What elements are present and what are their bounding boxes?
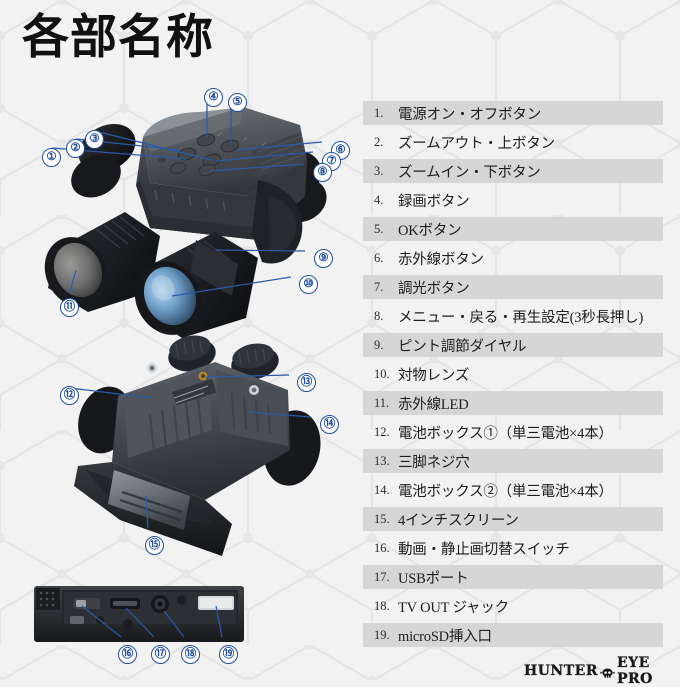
parts-row-label: 録画ボタン [398, 193, 470, 210]
product-illustration [34, 97, 327, 642]
parts-row: 6. 赤外線ボタン [363, 246, 663, 270]
parts-row-label: 赤外線ボタン [398, 251, 484, 268]
callout-marker-1: ① [42, 148, 61, 167]
parts-row-label: メニュー・戻る・再生設定(3秒長押し) [398, 309, 644, 326]
parts-row-label: microSD挿入口 [398, 628, 492, 645]
callout-marker-18: ⑱ [181, 645, 200, 664]
parts-row-number: 7. [374, 279, 384, 294]
callout-marker-13: ⑬ [297, 373, 316, 392]
parts-row-number: 2. [374, 134, 384, 149]
parts-row-label: 電池ボックス②（単三電池×4本） [398, 483, 613, 500]
parts-row-label: 対物レンズ [398, 367, 470, 384]
parts-row-number: 16. [374, 540, 390, 555]
callout-marker-10: ⑩ [299, 275, 318, 294]
parts-row-number: 3. [374, 163, 384, 178]
brand-word-right: EYE PRO [616, 655, 653, 687]
parts-row-number: 8. [374, 308, 384, 323]
parts-row-label: 電源オン・オフボタン [398, 106, 541, 123]
callout-marker-14: ⑭ [320, 415, 339, 434]
parts-row-number: 12. [374, 424, 390, 439]
parts-row: 11. 赤外線LED [363, 391, 663, 415]
parts-row-number: 9. [374, 337, 384, 352]
port-panel-closeup [34, 586, 244, 642]
parts-row-number: 4. [374, 192, 384, 207]
callout-marker-19: ⑲ [219, 645, 238, 664]
page-title: 各部名称 [22, 10, 214, 65]
parts-row: 3. ズームイン・下ボタン [363, 159, 663, 183]
binocular-front-view [44, 107, 327, 338]
callout-marker-15: ⑮ [145, 536, 164, 555]
parts-row: 7. 調光ボタン [363, 275, 663, 299]
callout-marker-5: ⑤ [228, 93, 247, 112]
parts-row-number: 19. [374, 627, 390, 642]
parts-row: 12. 電池ボックス①（単三電池×4本） [363, 420, 663, 444]
callout-marker-2: ② [66, 139, 85, 158]
brand-logo: HUNTER EYE PRO [524, 655, 680, 687]
callout-marker-8: ⑧ [313, 163, 332, 182]
parts-row: 17. USBポート [363, 565, 663, 589]
skull-emblem-icon [600, 666, 615, 678]
callout-marker-4: ④ [204, 88, 223, 107]
callout-marker-3: ③ [85, 130, 104, 149]
top-control-buttons [158, 125, 267, 176]
parts-row-label: 4インチスクリーン [398, 512, 519, 529]
parts-row: 16. 動画・静止画切替スイッチ [363, 536, 663, 560]
eyepieces [168, 335, 279, 380]
parts-row-label: 三脚ネジ穴 [398, 454, 470, 471]
callout-marker-11: ⑪ [60, 298, 79, 317]
parts-row-label: ズームイン・下ボタン [398, 164, 541, 181]
parts-row: 8. メニュー・戻る・再生設定(3秒長押し) [363, 304, 663, 328]
parts-row: 18. TV OUT ジャック [363, 594, 663, 618]
parts-row-number: 15. [374, 511, 390, 526]
parts-row: 2. ズームアウト・上ボタン [363, 130, 663, 154]
parts-list: 1. 電源オン・オフボタン 2. ズームアウト・上ボタン 3. ズームイン・下ボタン 4. 録… [363, 101, 663, 652]
parts-row-label: TV OUT ジャック [398, 599, 509, 616]
parts-row-number: 11. [374, 395, 390, 410]
parts-row: 9. ピント調節ダイヤル [363, 333, 663, 357]
parts-row-label: 調光ボタン [398, 280, 470, 297]
parts-row-number: 5. [374, 221, 384, 236]
parts-row-label: ズームアウト・上ボタン [398, 135, 555, 152]
parts-row: 4. 録画ボタン [363, 188, 663, 212]
brand-word-left: HUNTER [524, 663, 598, 679]
callout-marker-12: ⑫ [60, 386, 79, 405]
parts-row-number: 14. [374, 482, 390, 497]
parts-row: 15. 4インチスクリーン [363, 507, 663, 531]
objective-lens-barrel [134, 232, 258, 338]
parts-row-number: 13. [374, 453, 390, 468]
parts-row-number: 18. [374, 598, 390, 613]
parts-row-label: 赤外線LED [398, 396, 469, 413]
parts-row: 13. 三脚ネジ穴 [363, 449, 663, 473]
parts-row-number: 1. [374, 105, 384, 120]
parts-row: 14. 電池ボックス②（単三電池×4本） [363, 478, 663, 502]
parts-row: 1. 電源オン・オフボタン [363, 101, 663, 125]
parts-row-number: 6. [374, 250, 384, 265]
parts-row-number: 17. [374, 569, 390, 584]
parts-row-label: USBポート [398, 570, 469, 587]
parts-row-number: 10. [374, 366, 390, 381]
parts-row: 10. 対物レンズ [363, 362, 663, 386]
callout-marker-17: ⑰ [151, 645, 170, 664]
callout-marker-9: ⑨ [314, 249, 333, 268]
binocular-rear-view [74, 335, 321, 556]
parts-row-label: ピント調節ダイヤル [398, 338, 527, 355]
parts-row: 19. microSD挿入口 [363, 623, 663, 647]
parts-row-label: 電池ボックス①（単三電池×4本） [398, 425, 613, 442]
parts-row: 5. OKボタン [363, 217, 663, 241]
callout-marker-16: ⑯ [118, 645, 137, 664]
parts-row-label: 動画・静止画切替スイッチ [398, 541, 570, 558]
parts-row-label: OKボタン [398, 222, 462, 239]
